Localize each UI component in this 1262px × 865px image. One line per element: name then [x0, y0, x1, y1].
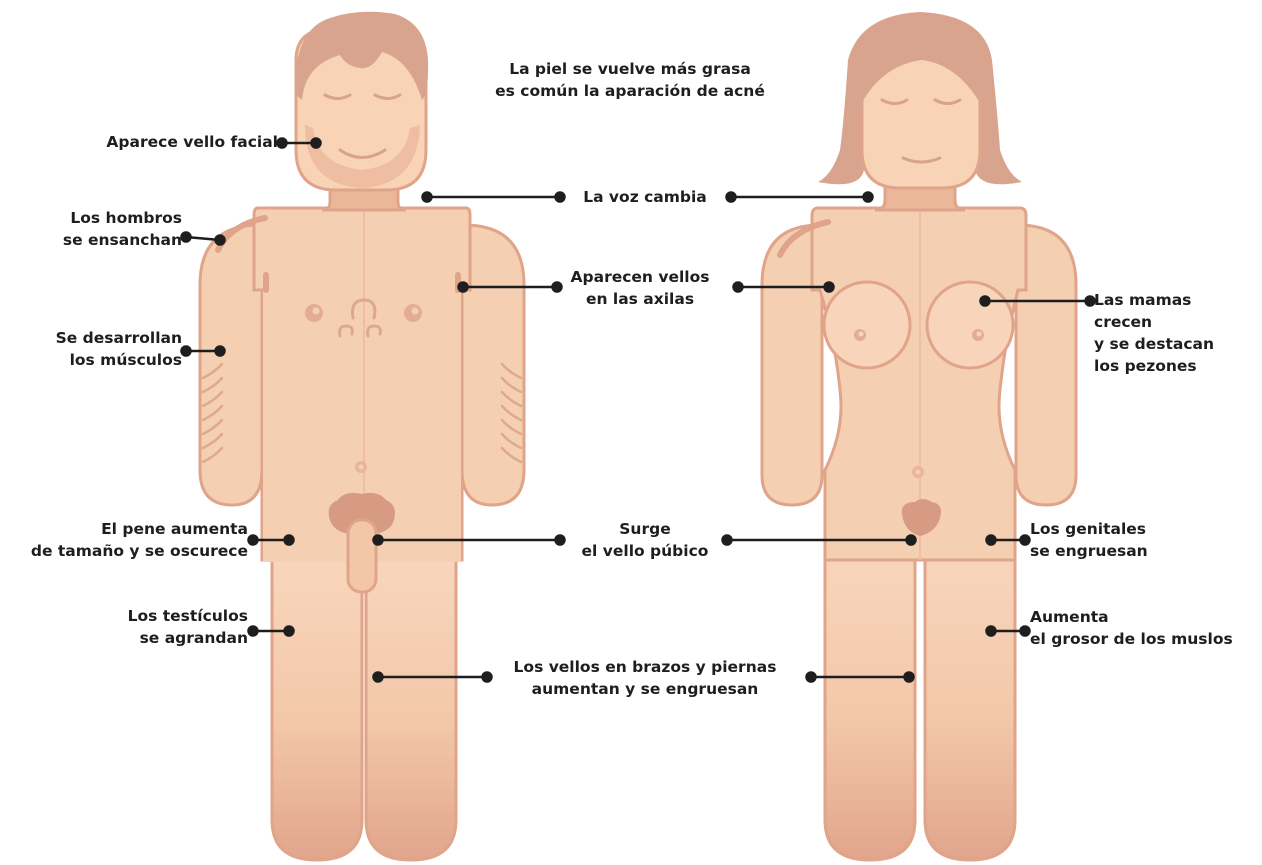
connector-dot — [249, 536, 258, 545]
connector-dot — [987, 536, 996, 545]
connector-dot — [374, 536, 383, 545]
female-left-leg — [825, 550, 915, 860]
connector-dot — [905, 673, 914, 682]
connector-dot — [423, 193, 432, 202]
connector-dot — [981, 297, 990, 306]
connector-dot — [374, 673, 383, 682]
female-right-leg — [925, 550, 1015, 860]
male-right-leg — [366, 560, 456, 860]
connector-dot — [285, 627, 294, 636]
connector-dot — [278, 139, 287, 148]
label-facial-hair: Aparece vello facial — [40, 131, 278, 153]
connector-dot — [864, 193, 873, 202]
female-breast-left — [824, 282, 910, 368]
connector-dot — [182, 233, 191, 242]
connector-dot — [825, 283, 834, 292]
connector-dot — [907, 536, 916, 545]
female-figure — [762, 12, 1076, 860]
connector-dot — [987, 627, 996, 636]
connector-dot — [556, 193, 565, 202]
connector-dot — [1021, 536, 1030, 545]
female-breast-right — [927, 282, 1013, 368]
connector-dot — [807, 673, 816, 682]
connector-dot — [459, 283, 468, 292]
connector-dot — [216, 347, 225, 356]
male-left-leg — [272, 560, 362, 860]
connector-dot — [727, 193, 736, 202]
connector-dot — [285, 536, 294, 545]
connector-dot — [249, 627, 258, 636]
male-penis — [348, 520, 376, 592]
label-voice: La voz cambia — [565, 186, 725, 208]
connector-dot — [556, 536, 565, 545]
connector-dot — [312, 139, 321, 148]
connector-dot — [216, 236, 225, 245]
connector-dot — [734, 283, 743, 292]
connector-dot — [1021, 627, 1030, 636]
connector-dot — [182, 347, 191, 356]
